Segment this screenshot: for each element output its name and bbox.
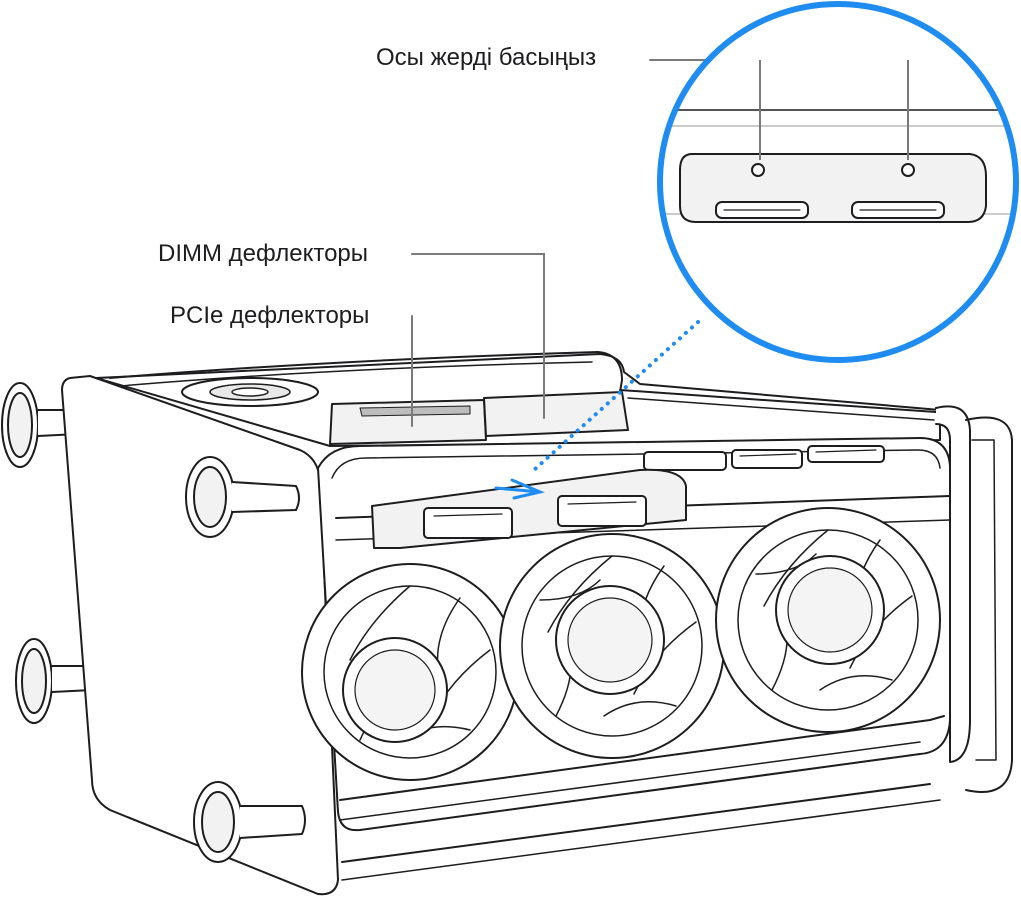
io-slots (643, 445, 885, 471)
zoom-inset (660, 4, 1016, 360)
foot-top-left (1, 382, 81, 468)
zoom-inset-ring (657, 1, 1019, 363)
callout-pcie-deflectors: PCIe дефлекторы (170, 302, 370, 329)
rear-handle (109, 351, 623, 393)
fan-middle (499, 533, 725, 759)
press-point-marker (494, 478, 545, 500)
dimm-deflector (483, 391, 629, 437)
inset-press-point-left (751, 163, 765, 177)
foot-bottom-left (15, 638, 95, 724)
fan-left (301, 563, 519, 781)
callout-dimm-deflectors: DIMM дефлекторы (158, 240, 369, 267)
foot-bottom-front (193, 781, 306, 863)
pcie-deflector (329, 399, 487, 445)
right-handle (935, 405, 971, 763)
foot-mid-left (185, 456, 300, 538)
callout-press-here: Осы жерді басыңыз (376, 44, 597, 71)
leader-dimm (411, 253, 545, 419)
inset-press-point-right (901, 163, 915, 177)
front-deflector-latch (371, 468, 687, 549)
top-fan (181, 377, 319, 407)
fan-right (715, 507, 941, 733)
